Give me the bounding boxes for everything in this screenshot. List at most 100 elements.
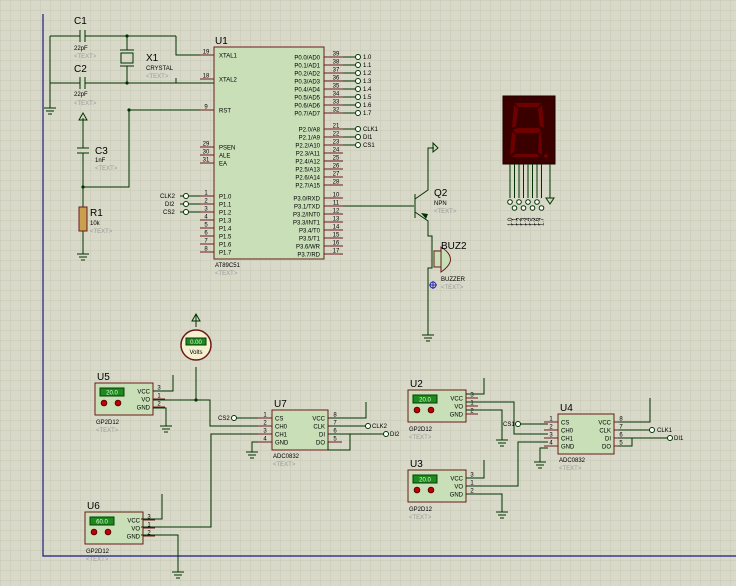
mcu-pin-name: P3.6/WR [296,245,321,251]
sensor-pin-number: 1 [470,481,474,487]
display-pin-label: 1.4 [526,217,532,226]
sensor-pin-name: GND [137,406,151,412]
sensor-button-up[interactable] [427,486,435,494]
net-label-p0-4: 1.4 [363,87,372,93]
sensor-button-up[interactable] [427,406,435,414]
q2-ref: Q2 [434,188,448,199]
mcu-pin-p1-6[interactable]: 7P1.6 [200,239,232,249]
sensor-pin-number: 3 [147,515,151,521]
mcu-pin-p1-4[interactable]: 5P1.4 [200,223,232,233]
display-pin-label: 1.0 [508,217,514,226]
mcu-body[interactable] [213,46,325,260]
mcu-pin-number: 6 [204,231,208,237]
voltmeter[interactable]: 0.00 Volts [180,312,212,373]
mcu-pin-p1-7[interactable]: 8P1.7 [200,247,232,257]
mcu-pin-name: P1.0 [219,195,232,201]
x1-text: <TEXT> [146,74,169,80]
seven-segment-display[interactable]: 1.01.11.21.31.41.51.61.7 [502,95,556,226]
mcu-pin-p1-2[interactable]: 3P1.2 [200,207,232,217]
c1-ref: C1 [74,16,87,27]
transistor-q2[interactable]: Q2 NPN <TEXT> [343,141,457,335]
mcu-pin-number: 19 [203,50,210,56]
mcu-pin-name: EA [219,162,227,168]
mcu-pin-p1-1[interactable]: 2P1.1 [200,199,232,209]
sensor-pin-name: VCC [137,390,150,396]
c1-text: <TEXT> [74,54,97,60]
sensor-ref: U3 [410,459,423,470]
sensor-button-down[interactable] [413,406,421,414]
mcu-pin-number: 21 [333,124,340,130]
display-pin-label: 1.6 [535,217,541,226]
sensor-reading: 20.0 [419,478,431,484]
capacitor-c2[interactable]: C2 22pF <TEXT> [50,64,176,107]
capacitor-c1[interactable]: C1 22pF <TEXT> [50,16,176,60]
net-label-p0-3: 1.3 [363,79,372,85]
adc-u7[interactable]: U71CS2CH03CH14GND8VCC7CLK6DI5DOADC0832<T… [258,399,342,468]
adc-pin-name: VCC [312,417,325,423]
mcu-pin-name: P1.5 [219,235,232,241]
adc-pin-name: CH1 [275,433,288,439]
mcu-pin-p1-3[interactable]: 4P1.3 [200,215,232,225]
sensor-pin-number: 3 [470,473,474,479]
sensor-text: <TEXT> [409,435,432,441]
sensor-button-down[interactable] [90,528,98,536]
sensor-button-down[interactable] [413,486,421,494]
mcu-pin-p1-5[interactable]: 6P1.5 [200,231,232,241]
adc-u4[interactable]: U41CS2CH03CH14GND8VCC7CLK6DI5DOADC0832<T… [544,403,628,472]
display-pin-label: 1.7 [540,217,546,226]
adc-pin-number: 4 [263,437,267,443]
crystal-x1[interactable]: X1 CRYSTAL <TEXT> [120,34,174,85]
capacitor-c3[interactable]: C3 1nF <TEXT> [77,111,118,187]
resistor-r1[interactable]: R1 10k <TEXT> [77,187,113,261]
mcu-u1[interactable]: U1 AT89C51 <TEXT> 19XTAL118XTAL29RST29PS… [200,36,343,277]
mcu-pin-name: P0.6/AD6 [294,104,320,110]
sensor-pin-number: 3 [157,386,161,392]
c2-ref: C2 [74,64,87,75]
adc-pin-name: CH1 [561,437,574,443]
net-label-p0-0: 1.0 [363,55,372,61]
buzzer-buz2[interactable]: BUZ2 BUZZER <TEXT> [422,241,467,342]
mcu-pin-name: P2.5/A13 [295,168,320,174]
sensor-button-up[interactable] [114,399,122,407]
mcu-pin-p1-0[interactable]: 1P1.0 [200,191,232,201]
sensor-lcd [99,387,125,397]
sensor-button-down[interactable] [100,399,108,407]
adc-pin-number: 3 [263,429,267,435]
sensor-button-up[interactable] [104,528,112,536]
adc-part: ADC0832 [273,454,300,460]
